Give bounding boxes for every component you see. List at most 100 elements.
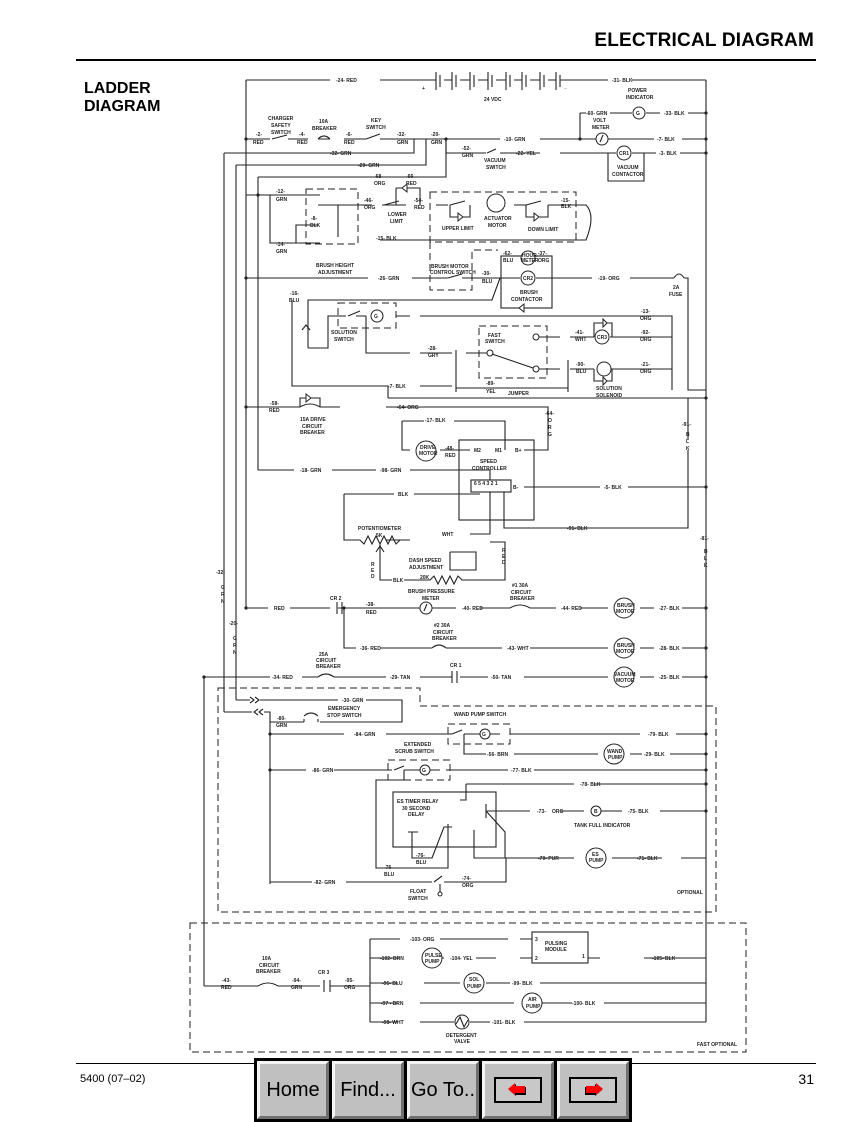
solution-switch-lamp xyxy=(370,309,384,323)
wire-74-color: ORG xyxy=(462,883,474,889)
terminal-m1: M1 xyxy=(495,448,502,454)
wire-82-label: -82- GRN xyxy=(314,880,336,886)
pulsing-module-label: PULSING xyxy=(545,941,567,947)
wire-98-label: -98- GRN xyxy=(380,468,402,474)
extended-scrub-label2: SCRUB SWITCH xyxy=(395,749,434,755)
wire-41-color: WHT xyxy=(575,337,586,343)
brush-motor-switch-label2: CONTROL SWITCH xyxy=(430,270,476,276)
wire-20-vert-c3: N xyxy=(233,650,237,656)
wire-blk-label: BLK xyxy=(398,492,409,498)
wand-pump-glyph2: PUMP xyxy=(608,755,623,761)
jumper-label: JUMPER xyxy=(508,391,529,397)
fo-wire-99: -99- BLK xyxy=(512,981,533,987)
brush-height-actuator: -12- GRN -14- GRN -8- BLK -46- ORG -15- … xyxy=(246,174,592,470)
charger-switch-label2: SAFETY xyxy=(271,123,291,129)
power-indicator-rung: G -60- GRN -33- BLK POWER INDICATOR xyxy=(579,88,706,139)
terminal-b-plus: B+ xyxy=(515,448,522,454)
fast-switch-terminal xyxy=(486,349,494,357)
volt-meter-gauge xyxy=(595,132,609,146)
goto-button[interactable]: Go To.. xyxy=(407,1061,479,1119)
wire-81-vert-c1: B xyxy=(704,549,708,555)
wire-21-color: ORG xyxy=(640,369,652,375)
brush-contactor-label2: CONTACTOR xyxy=(511,297,543,303)
wire-64-vert-c3: G xyxy=(548,432,552,438)
extended-scrub-label: EXTENDED xyxy=(404,742,432,748)
wire-21-num: -21- xyxy=(641,362,650,368)
es-timer-label2: 30 SECOND xyxy=(402,806,431,812)
wire-60-label: -60- GRN xyxy=(586,111,608,117)
document-id: 5400 (07–02) xyxy=(80,1073,146,1085)
breaker-10a-label2: BREAKER xyxy=(312,126,337,132)
cr3-glyph: CR3 xyxy=(597,335,607,341)
wire-90-color: BLU xyxy=(576,369,587,375)
fuse-label: 2A xyxy=(673,285,680,291)
wand-pump-glyph: WAND xyxy=(607,749,623,755)
cb2-label2: CIRCUIT xyxy=(433,630,453,636)
home-button[interactable]: Home xyxy=(257,1061,329,1119)
wire-58-num: -58- xyxy=(270,401,279,407)
wire-76-color: BLU xyxy=(416,860,427,866)
main-rails xyxy=(245,79,707,738)
solution-fast-section: G -16- BLU SOLUTION SWITCH -13- ORG -28-… xyxy=(289,277,706,399)
extended-lamp-glyph: G xyxy=(422,768,426,774)
wire-16-num: -16- xyxy=(290,291,299,297)
cb25-label: 25A xyxy=(319,652,329,658)
wire-37-num: -37- xyxy=(538,251,547,257)
drive-breaker-label2: CIRCUIT xyxy=(302,424,322,430)
fo-wire-102: -102- BRN xyxy=(380,956,404,962)
next-page-button[interactable] xyxy=(557,1061,629,1119)
wire-41-num: -41- xyxy=(575,330,584,336)
wire-17-label: -17- BLK xyxy=(425,418,446,424)
wire-38-num: -38- xyxy=(366,602,375,608)
terminal-b-minus: B- xyxy=(513,485,519,491)
wire-91-vert-c3: K xyxy=(686,446,690,452)
fo-breaker-label3: BREAKER xyxy=(256,969,281,975)
fo-wire-43-num: -43- xyxy=(222,978,231,984)
find-button[interactable]: Find... xyxy=(332,1061,404,1119)
red-v6: D xyxy=(502,560,506,566)
wire-19-label: -19- ORG xyxy=(598,276,620,282)
drive-breaker-label3: BREAKER xyxy=(300,430,325,436)
wire-28-color: GRY xyxy=(428,353,439,359)
previous-page-button[interactable] xyxy=(482,1061,554,1119)
drive-section: -64- ORG -58- RED 15A DRIVE CIRCUIT BREA… xyxy=(246,392,709,569)
breaker-10a-label: 10A xyxy=(319,119,329,125)
sol-pump-glyph: SOL xyxy=(469,977,479,983)
wire-46-color: ORG xyxy=(364,205,376,211)
cr2-glyph: CR2 xyxy=(523,276,533,282)
power-indicator-label: POWER xyxy=(628,88,647,94)
header-divider xyxy=(76,59,816,61)
wire-76-num: -76- xyxy=(416,853,425,859)
wire-28-label: -28- BLK xyxy=(659,646,680,652)
wire-75-label: -75- BLK xyxy=(628,809,649,815)
float-switch-terminal xyxy=(437,891,443,897)
fo-wire-101: -101- BLK xyxy=(492,1020,516,1026)
pulsing-module-label2: MODULE xyxy=(545,947,567,953)
cr1-glyph: CR1 xyxy=(619,151,629,157)
speed-controller-label2: CONTROLLER xyxy=(472,466,507,472)
wire-24-label: -24- RED xyxy=(336,78,357,84)
pulsing-module-box xyxy=(531,931,589,964)
volt-meter-label2: METER xyxy=(592,125,610,131)
wire-10-label: -10- GRN xyxy=(504,137,526,143)
wire-50-label: -50- TAN xyxy=(491,675,512,681)
wire-7-blk: -7- BLK xyxy=(388,384,406,390)
wire-44-label: -44- RED xyxy=(561,606,582,612)
wire-74-num: -74- xyxy=(462,876,471,882)
wire-79-label: -79- BLK xyxy=(648,732,669,738)
drive-motor xyxy=(415,440,437,462)
terminal-m2: M2 xyxy=(474,448,481,454)
wire-46-num: -46- xyxy=(364,198,373,204)
actuator-label: ACTUATOR xyxy=(484,216,512,222)
es-pump-glyph: ES xyxy=(592,852,599,858)
float-switch-label: FLOAT xyxy=(410,889,426,895)
wire-32-color: GRN xyxy=(397,140,409,146)
wire-64-vert-c2: R xyxy=(548,425,552,431)
cb25-label3: BREAKER xyxy=(316,664,341,670)
section-title-line1: LADDER xyxy=(84,80,151,97)
wire-16-color: BLU xyxy=(289,298,300,304)
battery-minus: _ xyxy=(563,84,567,90)
cb1-label2: CIRCUIT xyxy=(511,590,531,596)
brush-contactor-rung: -26- GRN BRUSH MOTOR CONTROL SWITCH -30-… xyxy=(246,242,706,391)
battery-24vdc: + _ 24 VDC xyxy=(422,72,571,103)
